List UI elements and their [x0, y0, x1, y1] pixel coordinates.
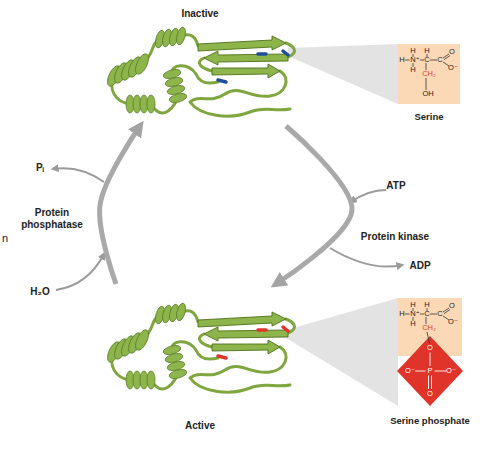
atom-symbol: H — [410, 301, 415, 309]
atom-symbol: H — [410, 320, 415, 328]
atom-symbol: C — [437, 310, 442, 318]
atom-symbol: H — [410, 47, 415, 55]
cofactor-arrow — [330, 248, 402, 267]
atom-symbol: C — [424, 310, 429, 318]
state-heading: Serine — [414, 111, 443, 122]
product-label: ADP — [409, 261, 430, 271]
atom-symbol: O — [427, 390, 433, 398]
product-label: Pᵢ — [36, 163, 44, 173]
protein-ribbon — [105, 26, 295, 116]
atom-symbol: O⁻ — [448, 64, 458, 72]
atom-symbol: C — [424, 56, 429, 64]
chemical-bond — [405, 308, 450, 344]
atom-symbol: N⁺ — [410, 310, 419, 318]
atom-symbol: H — [424, 47, 429, 55]
phosphoserine-site-mark — [218, 327, 288, 358]
reaction-arrow — [100, 126, 140, 284]
protein-state: Active — [100, 284, 300, 432]
zoom-wedge — [288, 44, 398, 104]
cofactor-arrow — [56, 254, 104, 290]
atom-symbol: O — [449, 48, 455, 56]
atom-symbol: OH — [422, 90, 433, 98]
reactant-label: ATP — [386, 181, 405, 191]
protein-state: Inactive — [100, 8, 300, 126]
atom-symbol: N⁺ — [410, 56, 419, 64]
cofactor-arrow — [53, 168, 104, 182]
serine-site-mark — [218, 51, 288, 82]
reactant-label: H₂O — [30, 287, 49, 297]
reaction-arrow — [276, 126, 352, 284]
residue-panel — [398, 44, 460, 104]
state-heading: Serine phosphate — [390, 415, 470, 426]
chemical-bond — [405, 54, 450, 90]
atom-symbol: H — [424, 301, 429, 309]
atom-symbol: H — [410, 66, 415, 74]
atom-symbol: CH₂ — [422, 70, 436, 78]
atom-symbol: P — [427, 367, 432, 375]
atom-symbol: H — [399, 56, 404, 64]
atom-symbol: O⁻ — [448, 318, 458, 326]
atom-symbol: O⁻ — [405, 367, 415, 375]
chemical-bond — [415, 353, 446, 390]
atom-symbol: O — [427, 344, 433, 352]
atom-symbol: H — [399, 310, 404, 318]
state-heading: Active — [185, 420, 215, 432]
residue-panel — [398, 298, 462, 356]
atom-symbol: CH₂ — [422, 324, 436, 332]
zoom-wedge — [286, 298, 398, 406]
protein-ribbon — [105, 302, 295, 392]
atom-symbol: C — [437, 56, 442, 64]
enzyme-label: Protein kinase — [360, 231, 430, 243]
atom-symbol: O — [449, 302, 455, 310]
phosphate-diamond — [397, 336, 463, 406]
atom-symbol: O⁻ — [446, 367, 456, 375]
state-heading: Inactive — [181, 8, 218, 20]
cofactor-arrow — [351, 190, 386, 202]
cut-off-letter: n — [2, 233, 8, 244]
enzyme-label: Protein phosphatase — [13, 207, 91, 231]
